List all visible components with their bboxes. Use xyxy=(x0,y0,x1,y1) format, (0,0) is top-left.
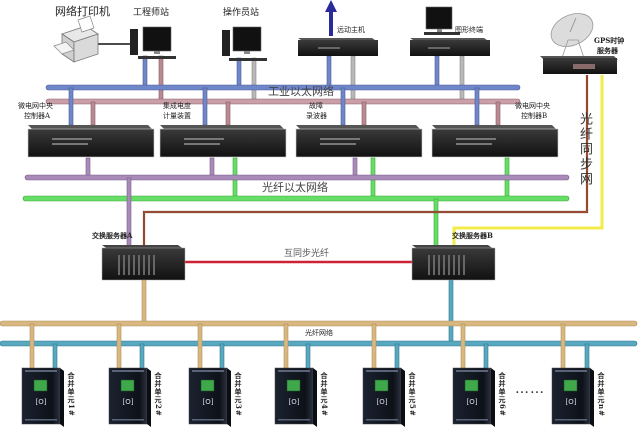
graphic-terminal-icon[interactable] xyxy=(410,6,490,56)
merging-unit-5[interactable]: [O] xyxy=(362,367,405,427)
fiber-ethernet-label: 光纤以太网络 xyxy=(262,181,328,194)
energy-meter-label-1: 集成电度 xyxy=(163,102,191,110)
svg-text:[O]: [O] xyxy=(203,398,214,406)
gps-clock-label-1: GPS时钟 xyxy=(594,36,625,45)
controller-b-label-1: 微电网中央 xyxy=(515,102,550,110)
merging-unit-7[interactable]: [O] xyxy=(551,367,594,427)
industrial-ethernet-label: 工业以太网络 xyxy=(268,85,334,98)
fiber-sync-network-label: 光纤同步网 xyxy=(577,112,592,187)
industrial-ethernet-bus xyxy=(45,84,521,105)
mutual-sync-label: 互同步光纤 xyxy=(284,249,330,259)
merging-unit-label: 合并单元1# xyxy=(67,372,76,417)
svg-text:[O]: [O] xyxy=(289,398,300,406)
merging-unit-label: 合并单元n# xyxy=(597,372,606,417)
merging-units: [O] [O] [O] [O] [O] [O] [O] xyxy=(21,367,594,427)
switch-b-label: 交换服务器B xyxy=(452,231,493,240)
fiber-network-label: 光纤网络 xyxy=(305,329,333,337)
gps-clock-server-icon[interactable] xyxy=(540,7,618,74)
svg-text:[O]: [O] xyxy=(123,398,134,406)
uplink-arrow-icon xyxy=(325,0,337,36)
gps-clock-label-2: 服务器 xyxy=(597,46,618,55)
energy-meter-label-2: 计量装置 xyxy=(163,112,191,120)
merging-unit-2[interactable]: [O] xyxy=(108,367,151,427)
merging-unit-label: 合并单元3# xyxy=(234,372,243,417)
switch-a-label: 交换服务器A xyxy=(92,231,133,240)
mid-device-controller-a[interactable] xyxy=(27,125,155,158)
fiber-sync-network xyxy=(142,75,604,252)
controller-a-label-1: 微电网中央 xyxy=(18,102,53,110)
merging-unit-1[interactable]: [O] xyxy=(21,367,64,427)
merging-unit-3[interactable]: [O] xyxy=(188,367,231,427)
mid-device-energy-meter[interactable] xyxy=(159,125,287,158)
svg-text:[O]: [O] xyxy=(36,398,47,406)
fiber-ethernet-bus xyxy=(22,157,570,253)
operator-station-icon[interactable] xyxy=(222,26,267,61)
fiber-network-bus xyxy=(0,279,638,347)
mid-drops xyxy=(68,87,501,126)
mid-device-fault-recorder[interactable] xyxy=(295,125,423,158)
merging-unit-label: 合并单元5# xyxy=(408,372,417,417)
svg-text:[O]: [O] xyxy=(566,398,577,406)
fault-recorder-label-2: 录波器 xyxy=(306,112,327,120)
graphic-terminal-label: 图形终端 xyxy=(455,26,483,34)
fault-recorder-label-1: 故障 xyxy=(309,102,323,110)
printer-label: 网络打印机 xyxy=(55,5,110,18)
switch-server-a[interactable] xyxy=(101,245,186,281)
switch-server-b[interactable] xyxy=(411,245,496,281)
svg-text:[O]: [O] xyxy=(377,398,388,406)
controller-a-label-2: 控制器A xyxy=(24,112,51,120)
engineer-station-label: 工程师站 xyxy=(133,8,170,18)
mid-device-controller-b[interactable] xyxy=(431,125,559,158)
merging-unit-4[interactable]: [O] xyxy=(274,367,317,427)
controller-b-label-2: 控制器B xyxy=(521,112,548,120)
operator-station-label: 操作员站 xyxy=(223,8,260,18)
merging-unit-6[interactable]: [O] xyxy=(452,367,495,427)
merging-unit-drops xyxy=(29,323,590,370)
svg-text:[O]: [O] xyxy=(467,398,478,406)
remote-host-label: 远动主机 xyxy=(337,26,365,34)
merging-unit-label: 合并单元6# xyxy=(498,372,507,417)
engineer-station-icon[interactable] xyxy=(130,26,176,59)
merging-unit-label: 合并单元2# xyxy=(154,372,163,417)
ellipsis-label: …… xyxy=(515,381,545,397)
merging-unit-label: 合并单元4# xyxy=(320,372,329,417)
remote-host-icon[interactable] xyxy=(298,38,378,56)
printer-icon[interactable] xyxy=(53,15,99,63)
